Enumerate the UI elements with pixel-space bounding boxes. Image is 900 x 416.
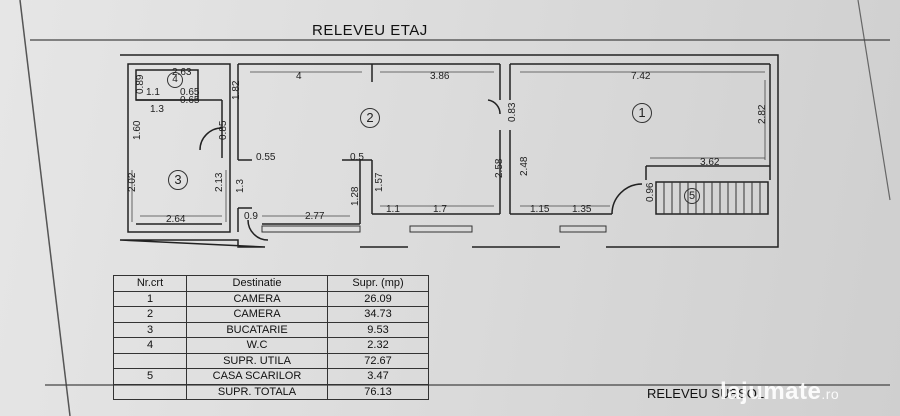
table-row: 5 CASA SCARILOR 3.47: [113, 368, 429, 385]
door-entry: [247, 219, 269, 241]
dim-label: 1.57: [374, 172, 385, 192]
wall-left-block: [127, 63, 231, 233]
cell-destinatie: SUPR. TOTALA: [186, 383, 328, 400]
watermark-logo: lajumate.ro: [720, 378, 839, 406]
stair-steps: [663, 182, 761, 214]
outer-wall: [119, 54, 779, 248]
dim-label: 2.02: [127, 172, 138, 192]
dim-label: 7.42: [631, 71, 651, 82]
dim-label: 0.89: [135, 74, 146, 94]
dim-label: 1.7: [433, 204, 447, 215]
dim-label: 1.1: [386, 204, 400, 215]
dim-label: 0.96: [645, 182, 656, 202]
cell-destinatie: CAMERA: [186, 306, 328, 323]
col-header-suprafata: Supr. (mp): [327, 275, 429, 292]
cell-suprafata: 34.73: [327, 306, 429, 323]
col-header-destinatie: Destinatie: [186, 275, 328, 292]
room-number-2: 2: [360, 108, 380, 128]
dim-label: 1.15: [530, 204, 550, 215]
dim-label: 2.64: [166, 214, 186, 225]
cell-destinatie: CAMERA: [186, 290, 328, 307]
cell-destinatie: W.C: [186, 337, 328, 354]
dim-label: 0.85: [218, 120, 229, 140]
dim-label: 1.35: [572, 204, 592, 215]
cell-nr: 4: [113, 337, 187, 354]
dim-label: 1.28: [350, 186, 361, 206]
cell-suprafata: 76.13: [327, 383, 429, 400]
dim-label: 2.58: [494, 158, 505, 178]
room-number-3: 3: [168, 170, 188, 190]
dim-label: 2.77: [305, 211, 325, 222]
room-number-5: 5: [684, 188, 700, 204]
table-row: 1 CAMERA 26.09: [113, 290, 429, 307]
cell-suprafata: 72.67: [327, 352, 429, 369]
col-header-nr: Nr.crt: [113, 275, 187, 292]
cell-destinatie: SUPR. UTILA: [186, 352, 328, 369]
dim-label: 0.9: [244, 211, 258, 222]
plan-title: RELEVEU ETAJ: [312, 22, 428, 39]
dim-label: 0.55: [256, 152, 276, 163]
dim-label: 4: [296, 71, 302, 82]
dim-label: 1.82: [231, 80, 242, 100]
watermark-tld: .ro: [821, 386, 840, 402]
cell-suprafata: 2.32: [327, 337, 429, 354]
dim-label: 2.48: [519, 156, 530, 176]
cell-nr: 1: [113, 290, 187, 307]
table-row: SUPR. TOTALA 76.13: [113, 383, 429, 400]
cell-destinatie: BUCATARIE: [186, 321, 328, 338]
table-header-row: Nr.crt Destinatie Supr. (mp): [113, 275, 429, 292]
cell-nr: 2: [113, 306, 187, 323]
area-table: Nr.crt Destinatie Supr. (mp) 1 CAMERA 26…: [113, 275, 429, 400]
dim-label: 0.65: [180, 95, 200, 106]
dim-label: 1.3: [150, 104, 164, 115]
windows: [261, 225, 607, 233]
room-number-4: 4: [167, 72, 183, 88]
cell-nr: [113, 352, 187, 369]
table-row: 3 BUCATARIE 9.53: [113, 321, 429, 338]
dim-label: 2.63: [172, 67, 192, 78]
cell-suprafata: 26.09: [327, 290, 429, 307]
dim-label: 1.3: [235, 179, 246, 193]
cell-nr: 5: [113, 368, 187, 385]
cell-nr: [113, 383, 187, 400]
cell-suprafata: 9.53: [327, 321, 429, 338]
dim-label: 1.1: [146, 87, 160, 98]
dim-label: 0.65: [180, 87, 200, 98]
door-hall: [487, 99, 501, 115]
door-room1: [611, 183, 643, 215]
dim-label: 3.62: [700, 157, 720, 168]
dim-label: 2.82: [757, 104, 768, 124]
door-kitchen: [199, 127, 223, 151]
dimension-lines: [131, 71, 766, 222]
dim-label: 0.5: [350, 152, 364, 163]
dim-label: 2.13: [214, 172, 225, 192]
cell-suprafata: 3.47: [327, 368, 429, 385]
dim-label: 1.60: [132, 120, 143, 140]
table-row: 4 W.C 2.32: [113, 337, 429, 354]
dim-label: 3.86: [430, 71, 450, 82]
dim-label: 0.83: [507, 102, 518, 122]
cell-destinatie: CASA SCARILOR: [186, 368, 328, 385]
watermark-brand: lajumate: [720, 378, 822, 405]
cell-nr: 3: [113, 321, 187, 338]
room-number-1: 1: [632, 103, 652, 123]
footer-title: RELEVEU SUBSOL: [647, 386, 765, 401]
table-row: 2 CAMERA 34.73: [113, 306, 429, 323]
table-row: SUPR. UTILA 72.67: [113, 352, 429, 369]
